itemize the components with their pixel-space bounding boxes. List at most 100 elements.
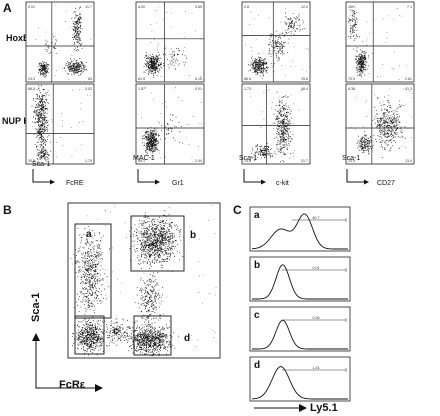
row-label-hoxb4: HoxB4 bbox=[6, 33, 35, 43]
a-plot-r2c1-value-upper-right: 0.02 bbox=[85, 87, 92, 91]
a-plot-r2c1-value-lower-left: 30.9 bbox=[28, 159, 35, 163]
c-histogram-d-frame bbox=[249, 356, 351, 402]
c-histogram-c-label: c bbox=[254, 310, 260, 321]
a-plot-r2c3-value-upper-right: 48.4 bbox=[301, 87, 308, 91]
a-plot-r1c2-value-lower-left: 81.4 bbox=[138, 77, 145, 81]
c-axis-arrow-head bbox=[299, 404, 307, 412]
panel-a-axes bbox=[32, 169, 369, 185]
a-plot-r2c2-frame bbox=[135, 83, 205, 165]
c-xlabel: Ly5.1 bbox=[310, 402, 338, 414]
a-plot-r2c2-value-lower-left: 95.1 bbox=[138, 159, 145, 163]
panel-b-dot-plot bbox=[67, 202, 221, 359]
a-plot-r2c2: 1.87 0.01 95.1 2.44 bbox=[135, 83, 205, 165]
a-plot-r1c1-value-lower-right: 63 bbox=[88, 77, 92, 81]
gate-label-d: d bbox=[184, 333, 190, 344]
a-plot-r1c2-value-upper-right: 3.69 bbox=[195, 5, 202, 9]
c-histogram-a-curve bbox=[251, 213, 348, 250]
a-plot-r1c1-frame bbox=[25, 1, 95, 83]
a-plot-r2c4: 6.38 41.3 33.9 13.4 bbox=[345, 83, 415, 165]
a-plot-r2c3-value-lower-left: 14.6 bbox=[244, 159, 251, 163]
a-ylabel-4: Sca-1 bbox=[342, 155, 360, 162]
c-histogram-c-frame bbox=[249, 306, 351, 352]
a-plot-r2c4-value-lower-right: 13.4 bbox=[405, 159, 412, 163]
b-xlabel: FcRε bbox=[59, 379, 86, 391]
panel-a-dot-plots: 0.01 11.7 23.3 63 0.00 3.69 81.4 6.15 0.8 12.2 86.… bbox=[25, 1, 415, 165]
a-plot-r1c1-value-upper-left: 0.01 bbox=[28, 5, 35, 9]
a-xlabel-3: c-kit bbox=[276, 180, 289, 187]
c-histogram-b-value: 0.01 bbox=[313, 266, 320, 270]
c-histogram-b: b 0.01 bbox=[249, 256, 351, 302]
a-plot-r1c1-value-lower-left: 23.3 bbox=[28, 77, 35, 81]
c-histogram-a: a 60.7 bbox=[249, 206, 351, 252]
a-ylabel-3: Sca-1 bbox=[239, 155, 257, 162]
a-xlabel-2: Gr1 bbox=[172, 180, 184, 187]
b-axis-arrow-right bbox=[95, 384, 103, 392]
b-axis-arrows bbox=[35, 340, 96, 389]
a-xlabel-1: FcRE bbox=[66, 180, 84, 187]
a-plot-r2c1-frame bbox=[25, 83, 95, 165]
a-plot-r2c4-value-lower-left: 33.9 bbox=[348, 159, 355, 163]
a-plot-r1c3-value-upper-left: 0.8 bbox=[244, 5, 249, 9]
b-gate-c bbox=[74, 315, 105, 355]
a-axis-arrow-1 bbox=[32, 169, 51, 183]
a-plot-r1c1-value-upper-right: 11.7 bbox=[85, 5, 92, 9]
a-plot-r2c4-value-upper-left: 6.38 bbox=[348, 87, 355, 91]
b-gate-d bbox=[133, 315, 172, 356]
a-plot-r1c2: 0.00 3.69 81.4 6.15 bbox=[135, 1, 205, 83]
a-plot-r2c4-value-upper-right: 41.3 bbox=[405, 87, 412, 91]
c-histogram-d-value: 1.44 bbox=[313, 366, 320, 370]
c-histogram-c: c 0.06 bbox=[249, 306, 351, 352]
panel-letter-a: A bbox=[3, 1, 12, 15]
a-plot-r2c1: 68.8 0.02 30.9 1.75 bbox=[25, 83, 95, 165]
a-xlabel-4: CD27 bbox=[377, 180, 395, 187]
a-plot-r2c1-value-upper-left: 68.8 bbox=[28, 87, 35, 91]
a-axis-arrow-head-2 bbox=[155, 179, 160, 185]
a-plot-r2c3-value-upper-left: 1.73 bbox=[244, 87, 251, 91]
a-plot-r1c1: 0.01 11.7 23.3 63 bbox=[25, 1, 95, 83]
a-plot-r2c2-value-upper-right: 0.01 bbox=[195, 87, 202, 91]
a-plot-r2c3-value-lower-right: 31.7 bbox=[301, 159, 308, 163]
b-ylabel: Sca-1 bbox=[30, 293, 42, 322]
panel-c-histograms: a 60.7 b 0.01 c 0.06 d 1.44 bbox=[249, 206, 351, 402]
a-plot-r2c2-value-upper-left: 1.87 bbox=[138, 87, 145, 91]
panel-b-axes bbox=[32, 333, 103, 392]
a-axis-arrow-head-1 bbox=[50, 179, 55, 185]
a-plot-r2c2-value-lower-right: 2.44 bbox=[195, 159, 202, 163]
c-histogram-d: d 1.44 bbox=[249, 356, 351, 402]
b-axis-arrow-up bbox=[32, 333, 40, 341]
c-histogram-d-curve bbox=[251, 366, 348, 400]
c-histogram-c-curve bbox=[252, 319, 348, 350]
a-plot-r1c3-value-lower-right: 14.6 bbox=[301, 77, 308, 81]
a-plot-r2c1-value-lower-right: 1.75 bbox=[85, 159, 92, 163]
a-axis-arrow-3 bbox=[243, 169, 262, 183]
c-histogram-a-label: a bbox=[254, 210, 260, 221]
c-histogram-b-curve bbox=[252, 264, 348, 300]
c-histogram-a-value: 60.7 bbox=[313, 216, 320, 220]
a-axis-arrow-head-4 bbox=[364, 179, 369, 185]
a-axis-arrow-head-3 bbox=[261, 179, 266, 185]
a-plot-r1c2-value-lower-right: 6.15 bbox=[195, 77, 202, 81]
a-plot-r1c3-value-lower-left: 86.6 bbox=[244, 77, 251, 81]
panel-c-axis bbox=[254, 404, 307, 412]
a-plot-r2c3-frame bbox=[241, 83, 311, 165]
c-histogram-b-label: b bbox=[254, 260, 260, 271]
panel-letter-b: B bbox=[3, 203, 12, 217]
a-axis-arrow-2 bbox=[137, 169, 156, 183]
a-plot-r1c3: 0.8 12.2 86.6 14.6 bbox=[241, 1, 311, 83]
a-plot-r1c4-value-lower-left: 70.9 bbox=[348, 77, 355, 81]
c-histogram-c-value: 0.06 bbox=[313, 316, 320, 320]
panel-letter-c: C bbox=[233, 203, 242, 217]
b-gate-b bbox=[130, 215, 185, 272]
a-axis-arrow-4 bbox=[346, 169, 365, 183]
a-plot-r1c2-value-upper-left: 0.00 bbox=[138, 5, 145, 9]
gate-label-b: b bbox=[190, 230, 196, 241]
a-plot-r1c4-value-upper-right: 7.1 bbox=[407, 5, 412, 9]
c-histogram-a-frame bbox=[249, 206, 351, 252]
gate-label-c: c bbox=[113, 326, 119, 337]
c-histogram-d-label: d bbox=[254, 360, 260, 371]
a-plot-r1c3-value-upper-right: 12.2 bbox=[301, 5, 308, 9]
a-plot-r1c4-value-lower-right: 2.61 bbox=[405, 77, 412, 81]
a-ylabel-1: Sca-1 bbox=[32, 161, 50, 168]
